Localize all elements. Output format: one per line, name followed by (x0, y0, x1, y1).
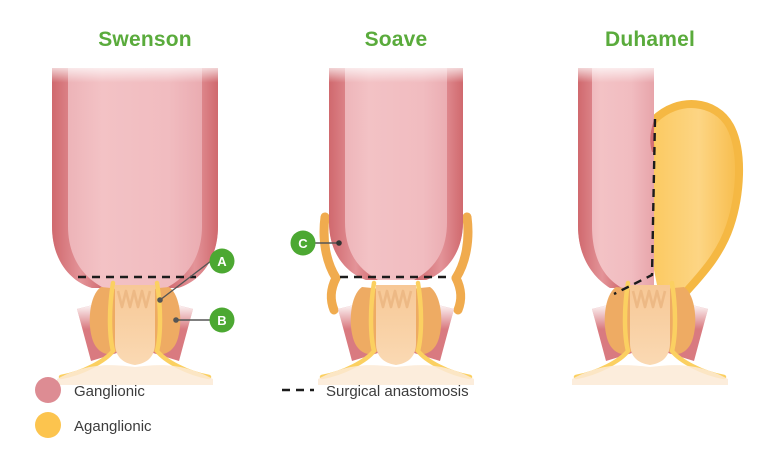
leader-dot-a (157, 297, 163, 303)
legend-swatch-aganglionic (35, 412, 61, 438)
legend-label-ganglionic: Ganglionic (74, 383, 145, 400)
legend: Ganglionic Aganglionic Surgical anastomo… (35, 377, 469, 438)
legend-swatch-ganglionic (35, 377, 61, 403)
leader-dot-b (173, 317, 179, 323)
label-badge-c[interactable]: C (290, 230, 316, 256)
label-badge-a[interactable]: A (209, 248, 235, 274)
panel-swenson: Swenson A B (46, 28, 235, 385)
ganglionic-bowel-duhamel (572, 62, 658, 288)
anastomosis-line-duhamel (613, 118, 657, 296)
leader-dot-c (336, 240, 342, 246)
panel-duhamel: Duhamel (572, 28, 744, 385)
panel-soave: Soave C (290, 28, 475, 385)
ganglionic-bowel-swenson (46, 62, 224, 288)
legend-item-aganglionic: Aganglionic (35, 412, 152, 438)
label-badge-c-text: C (298, 236, 308, 251)
legend-label-anastomosis: Surgical anastomosis (326, 383, 469, 400)
aganglionic-rectum-duhamel (645, 100, 744, 301)
panel-title-soave: Soave (365, 28, 428, 51)
label-badge-b[interactable]: B (209, 307, 235, 333)
legend-label-aganglionic: Aganglionic (74, 418, 152, 435)
label-badge-b-text: B (217, 313, 226, 328)
aganglionic-cuff-soave (319, 212, 473, 315)
leader-line-a (159, 260, 212, 301)
ganglionic-bowel-soave (323, 62, 469, 280)
panel-title-swenson: Swenson (98, 28, 192, 51)
legend-item-ganglionic: Ganglionic (35, 377, 145, 403)
label-badge-a-text: A (217, 254, 227, 269)
legend-item-anastomosis: Surgical anastomosis (282, 383, 469, 400)
panel-title-duhamel: Duhamel (605, 28, 695, 51)
